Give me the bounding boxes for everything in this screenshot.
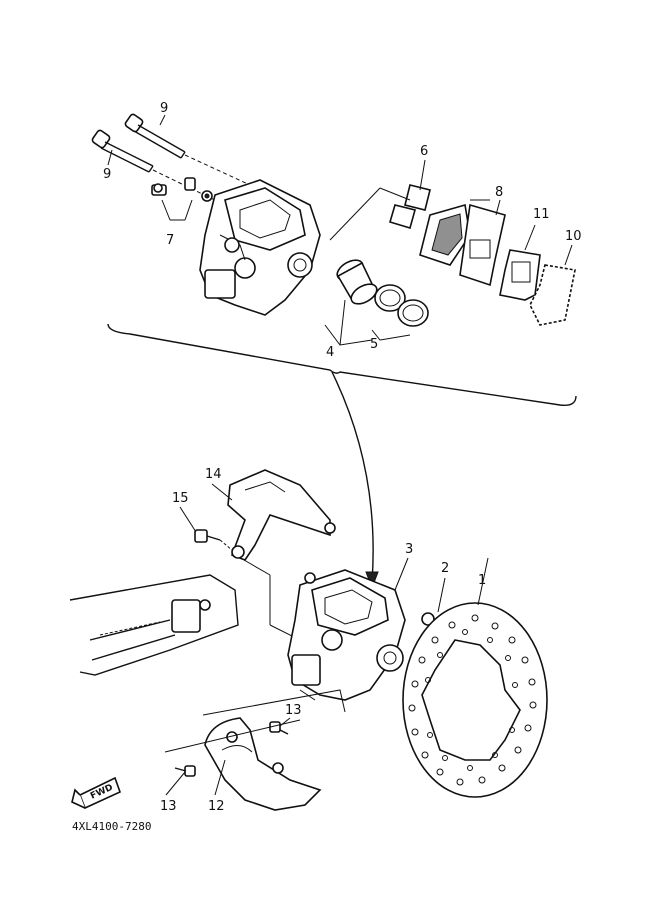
callout-9-upper: 9: [160, 101, 168, 116]
caliper-cover: [204, 717, 322, 811]
pad-shim: [499, 249, 541, 301]
callout-1: 1: [478, 573, 486, 588]
callout-2: 2: [441, 561, 449, 576]
callout-12: 12: [208, 799, 225, 814]
callout-3: 3: [405, 542, 413, 557]
caliper-bolt-upper: [124, 113, 186, 159]
brake-pad-set: [419, 203, 506, 287]
callout-4: 4: [326, 345, 334, 360]
callout-14: 14: [205, 467, 222, 482]
caliper-assembly: [287, 569, 406, 701]
caliper-body-exploded: [199, 179, 321, 316]
caliper-bracket: [227, 469, 336, 561]
disc-holes: [408, 614, 537, 786]
pad-insulator: [529, 264, 576, 326]
brake-disc: [402, 602, 548, 798]
piston-seals: [374, 284, 429, 327]
swingarm: [69, 574, 239, 676]
callout-7: 7: [166, 233, 174, 248]
bracket-bolt: [194, 529, 221, 543]
forward-arrow-icon: FWD: [71, 776, 122, 810]
callout-6: 6: [420, 144, 428, 159]
bleed-screw-set: [151, 177, 213, 202]
callout-13-left: 13: [160, 799, 177, 814]
piston: [336, 259, 378, 305]
callout-15: 15: [172, 491, 189, 506]
callout-5: 5: [370, 337, 378, 352]
callout-8: 8: [495, 185, 503, 200]
cover-screw-left: [174, 765, 196, 777]
caliper-bolt-lower: [91, 129, 154, 173]
diagram-code: 4XL4100-7280: [72, 820, 151, 833]
pad-spring: [389, 184, 431, 230]
callout-13-right: 13: [285, 703, 302, 718]
callout-11: 11: [533, 207, 550, 222]
callout-10: 10: [565, 229, 582, 244]
callout-9-lower: 9: [103, 167, 111, 182]
